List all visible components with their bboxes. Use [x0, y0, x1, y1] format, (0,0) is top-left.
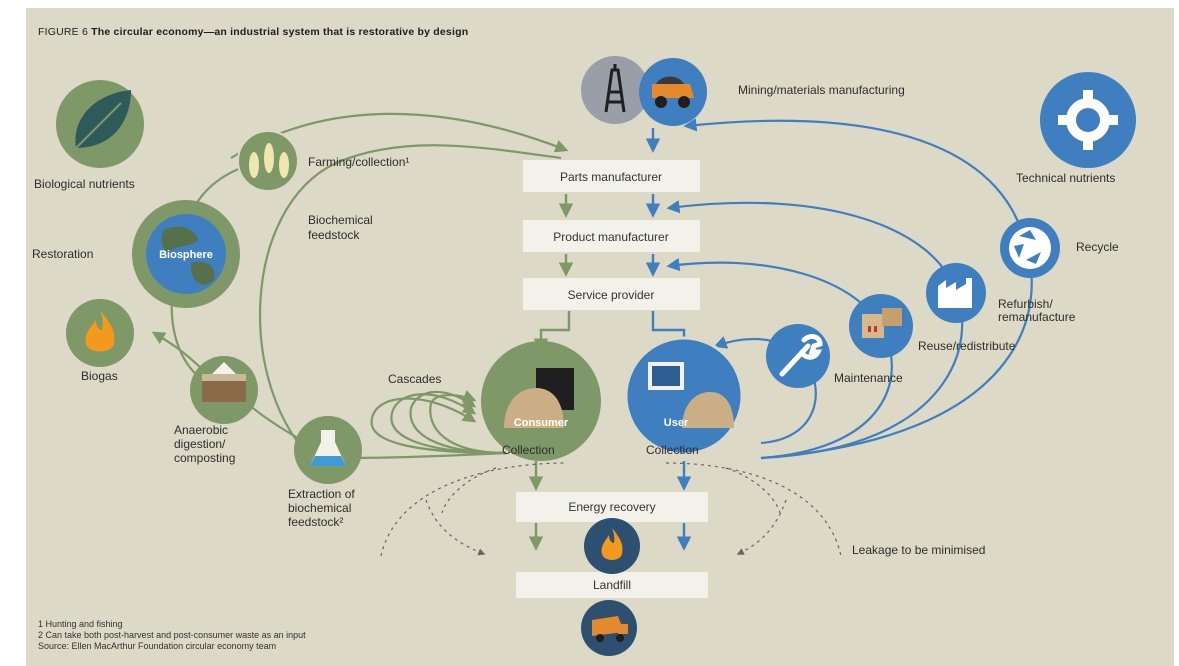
boxes-icon	[849, 294, 913, 358]
reuse-label: Reuse/redistribute	[918, 339, 1016, 353]
flame-icon	[66, 299, 134, 367]
leakage-arcs	[380, 462, 842, 557]
flask-icon	[294, 416, 362, 484]
landfill-box	[516, 572, 708, 598]
oil-derrick-icon	[581, 56, 649, 124]
consumer-icon: Consumer	[481, 341, 601, 461]
biosphere-label: Biosphere	[159, 249, 213, 261]
bio-collection-label: Collection	[502, 443, 555, 457]
figure-heading: The circular economy—an industrial syste…	[91, 26, 469, 38]
footnote-2: 2 Can take both post-harvest and post-co…	[38, 630, 306, 640]
refurbish-line2: remanufacture	[998, 310, 1076, 324]
extraction-line2: biochemical	[288, 501, 351, 515]
landfill-label: Landfill	[593, 578, 631, 592]
vertical-flows	[528, 128, 692, 551]
extraction-line1: Extraction of	[288, 487, 355, 501]
refurbish-line1: Refurbish/	[998, 297, 1053, 311]
product-manufacturer-box	[523, 220, 700, 252]
recycle-label: Recycle	[1076, 240, 1119, 254]
anaerobic-line2: digestion/	[174, 437, 226, 451]
biochemical-feedstock-line1: Biochemical	[308, 213, 373, 227]
footnote-source: Source: Ellen MacArthur Foundation circu…	[38, 641, 276, 651]
cascade-arc-4	[370, 397, 507, 455]
energy-recovery-box	[516, 492, 708, 522]
footnote-1: 1 Hunting and fishing	[38, 619, 123, 629]
consumer-label: Consumer	[514, 417, 569, 429]
farming-collection-label: Farming/collection¹	[308, 155, 409, 169]
anaerobic-line3: composting	[174, 451, 235, 465]
landfill-truck-icon	[581, 600, 637, 656]
restoration-label: Restoration	[32, 247, 93, 261]
process-boxes: Parts manufacturer Product manufacturer …	[516, 160, 708, 598]
leakage-label: Leakage to be minimised	[852, 543, 985, 557]
parts-manufacturer-box	[523, 160, 700, 192]
biological-nutrients-label: Biological nutrients	[34, 177, 135, 191]
biochemical-feedstock-arc	[258, 144, 562, 464]
energy-flame-icon	[584, 518, 640, 574]
cascade-arc-3	[390, 393, 507, 455]
biogas-label: Biogas	[81, 369, 118, 383]
factory-icon	[926, 263, 986, 323]
gear-icon	[1040, 72, 1136, 168]
figure-title: FIGURE 6 The circular economy—an industr…	[38, 26, 468, 38]
diagram-canvas: Parts manufacturer Product manufacturer …	[32, 56, 1136, 656]
user-icon: User	[624, 336, 744, 456]
figure-number: FIGURE 6	[38, 26, 89, 38]
technical-nutrients-label: Technical nutrients	[1016, 171, 1115, 185]
mining-truck-icon	[639, 58, 707, 126]
anaerobic-line1: Anaerobic	[174, 423, 228, 437]
cascades-label: Cascades	[388, 372, 441, 386]
parts-manufacturer-label: Parts manufacturer	[560, 170, 662, 184]
extraction-line3: feedstock²	[288, 515, 343, 529]
cascade-arc-2	[409, 390, 507, 455]
wheat-fish-icon	[237, 130, 299, 192]
mining-label: Mining/materials manufacturing	[738, 83, 905, 97]
maintenance-label: Maintenance	[834, 371, 903, 385]
energy-recovery-label: Energy recovery	[568, 500, 655, 514]
compost-icon	[190, 356, 258, 424]
biochemical-feedstock-line2: feedstock	[308, 228, 360, 242]
leaf-icon	[56, 80, 144, 168]
service-provider-box	[523, 278, 700, 310]
wrench-icon	[766, 324, 830, 388]
globe-icon: Biosphere	[132, 200, 240, 308]
service-provider-label: Service provider	[568, 288, 655, 302]
recycle-icon	[1000, 218, 1060, 278]
user-label: User	[664, 417, 689, 429]
product-manufacturer-label: Product manufacturer	[553, 230, 668, 244]
circular-economy-figure: FIGURE 6 The circular economy—an industr…	[26, 8, 1174, 666]
tech-collection-label: Collection	[646, 443, 699, 457]
